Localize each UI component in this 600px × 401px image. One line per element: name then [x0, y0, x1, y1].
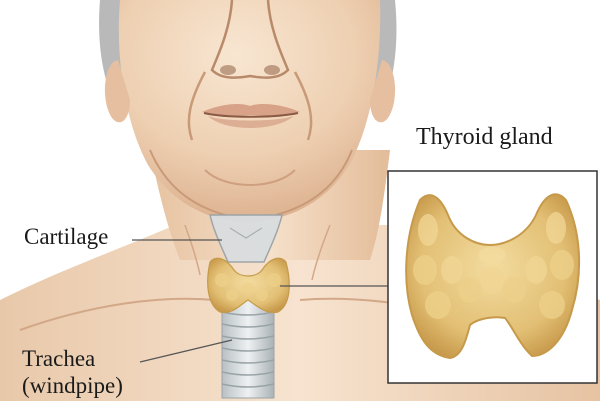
nostril-right	[264, 65, 280, 75]
windpipe-label: (windpipe)	[22, 373, 123, 399]
cartilage-label: Cartilage	[24, 224, 108, 250]
nostril-left	[220, 65, 236, 75]
trachea-illustration	[222, 300, 274, 398]
inset-title: Thyroid gland	[416, 124, 553, 152]
trachea-label: Trachea	[22, 346, 95, 372]
